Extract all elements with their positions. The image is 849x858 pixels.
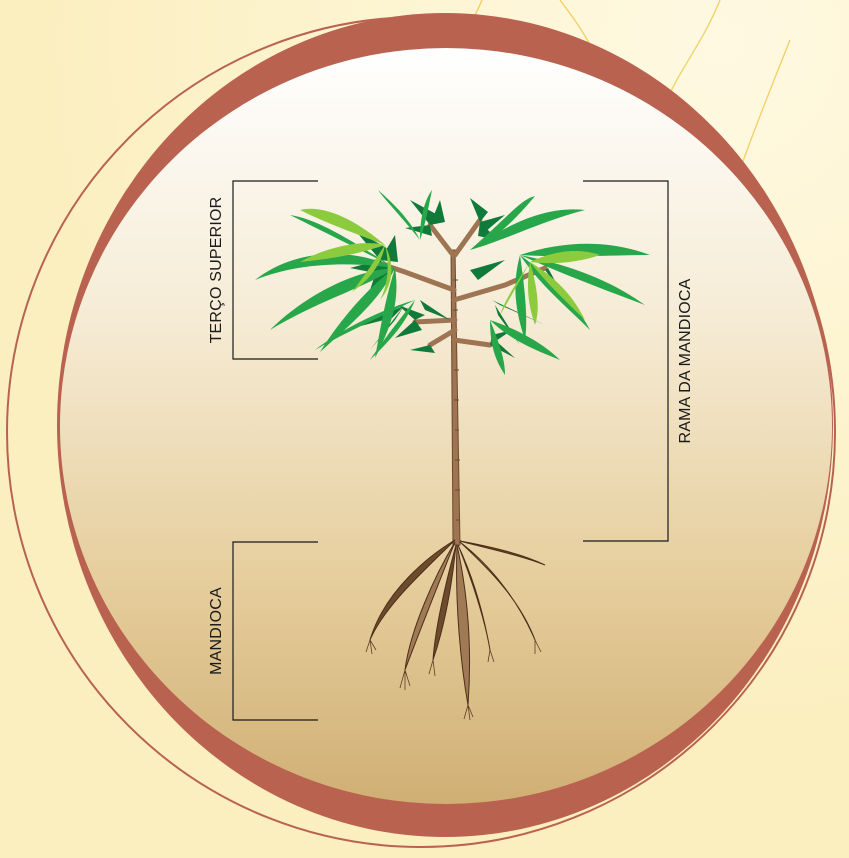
- label-rama-da-mandioca: RAMA DA MANDIOCA: [677, 278, 695, 443]
- label-terco-superior: TERÇO SUPERIOR: [208, 197, 226, 344]
- inner-disc: [60, 48, 832, 804]
- label-mandioca: MANDIOCA: [208, 587, 226, 675]
